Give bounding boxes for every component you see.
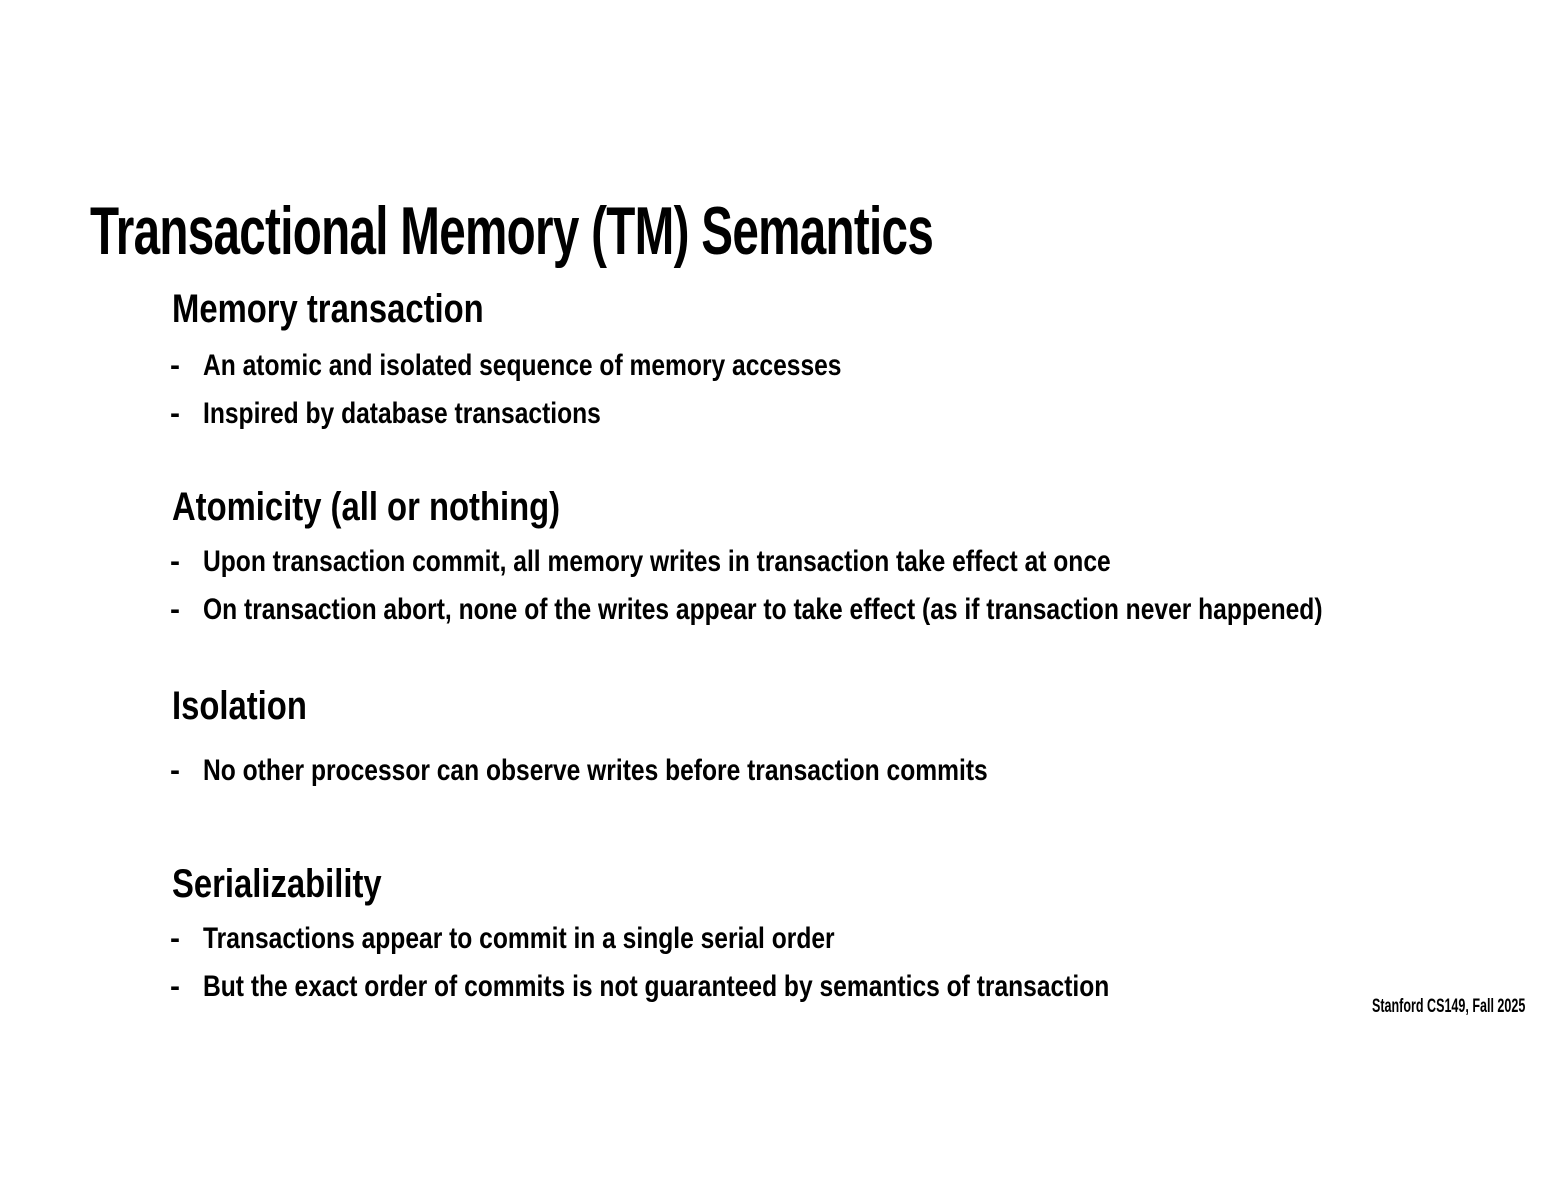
bullet-item: - Inspired by database transactions — [170, 396, 688, 432]
dash-bullet-marker: - — [170, 754, 180, 787]
section-heading-serializability: Serializability — [172, 862, 428, 906]
bullet-item: - Transactions appear to commit in a sin… — [170, 921, 973, 957]
footer-credit-text: Stanford CS149, Fall 2025 — [1371, 996, 1525, 1017]
bullet-text: Upon transaction commit, all memory writ… — [203, 545, 1111, 578]
slide-title-text: Transactional Memory (TM) Semantics — [90, 193, 934, 269]
section-heading-memory-transaction: Memory transaction — [172, 287, 552, 331]
bullet-item: - Upon transaction commit, all memory wr… — [170, 544, 1310, 580]
section-heading-atomicity: Atomicity (all or nothing) — [172, 485, 645, 529]
section-heading-text: Atomicity (all or nothing) — [172, 485, 561, 529]
bullet-item: - On transaction abort, none of the writ… — [170, 592, 1553, 628]
bullet-text: Transactions appear to commit in a singl… — [203, 922, 835, 955]
section-heading-text: Isolation — [172, 684, 307, 728]
bullet-text: On transaction abort, none of the writes… — [203, 593, 1323, 626]
bullet-item: - No other processor can observe writes … — [170, 753, 1160, 789]
dash-bullet-marker: - — [170, 593, 180, 626]
footer-credit: Stanford CS149, Fall 2025 — [1293, 996, 1525, 1018]
dash-bullet-marker: - — [170, 349, 180, 382]
dash-bullet-marker: - — [170, 545, 180, 578]
bullet-item: - An atomic and isolated sequence of mem… — [170, 348, 982, 384]
dash-bullet-marker: - — [170, 397, 180, 430]
bullet-item: - But the exact order of commits is not … — [170, 969, 1308, 1005]
slide-title: Transactional Memory (TM) Semantics — [90, 194, 1294, 268]
section-heading-isolation: Isolation — [172, 684, 336, 728]
section-heading-text: Serializability — [172, 862, 382, 906]
bullet-text: But the exact order of commits is not gu… — [203, 970, 1110, 1003]
bullet-text: An atomic and isolated sequence of memor… — [203, 349, 842, 382]
dash-bullet-marker: - — [170, 922, 180, 955]
dash-bullet-marker: - — [170, 970, 180, 1003]
bullet-text: Inspired by database transactions — [203, 397, 601, 430]
section-heading-text: Memory transaction — [172, 287, 484, 331]
bullet-text: No other processor can observe writes be… — [203, 754, 988, 787]
